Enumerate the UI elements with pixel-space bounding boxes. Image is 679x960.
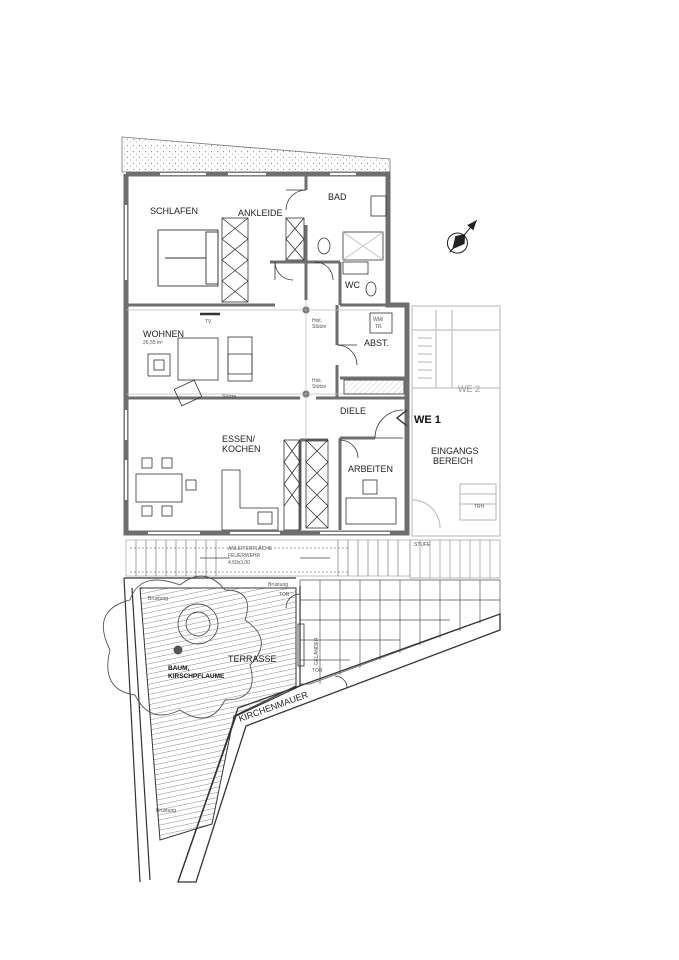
church-wall [177,613,501,883]
interior-walls [126,176,409,533]
hist-stuetze-a-2: Stütze [312,324,326,330]
parapet-label-3: Brüstung [268,582,288,588]
room-label-schlafen: SCHLAFEN [150,206,198,216]
wardrobe [221,217,305,303]
room-label-ankleide: ANKLEIDE [238,208,283,218]
doors [274,189,408,459]
hist-stuetze-b-1: Hist. [312,378,322,384]
bathroom-fixtures [317,195,387,297]
fire-access-label-2: FEUERWEHR [228,553,261,559]
room-label-eingang-2: BEREICH [433,456,473,466]
parapet-label-1: Brüstung [148,596,168,602]
fire-access-label-3: 4,50x3,00 [228,560,250,566]
parapet-label-2: Brüstung [156,808,176,814]
office-furniture [345,479,397,525]
room-label-wc: WC [345,280,360,290]
tv-label: TV [205,319,212,325]
unit-label-we1: WE 1 [414,414,441,426]
tree-label-2: KIRSCHPFLAUME [168,673,225,680]
hist-stuetze-a-1: Hist. [312,318,322,324]
room-label-essen: ESSEN/ [222,434,256,444]
north-arrow-icon [446,219,478,254]
room-label-wmtr-2: TR [375,324,382,330]
living-furniture [147,312,253,407]
kitchen-furniture [135,439,329,531]
room-label-bad: BAD [328,192,347,202]
gates [285,593,348,689]
stufe-label: STUFE [414,542,431,548]
hist-stuetze-b-2: Stütze [312,384,326,390]
storage-shelves [343,312,405,395]
unit-label-we2: WE 2 [458,384,480,394]
room-label-eingang-1: EINGANGS [431,446,479,456]
gravel-strip [121,136,391,173]
room-label-wmtr-1: WM/ [373,317,384,323]
room-label-arbeiten: ARBEITEN [348,464,393,474]
tree-icon [102,575,262,719]
fire-access-area [125,539,501,579]
outer-walls [123,171,410,536]
tree-label-1: BAUM, [168,665,189,672]
room-label-kochen: KOCHEN [222,444,261,454]
room-area-wohnen: 26,55 m² [143,340,163,346]
stuetze-label: Stütze [222,394,236,400]
gate-label-2: TOR [312,668,323,674]
windows [124,172,390,535]
area-label-terrasse: TERRASSE [228,654,277,664]
room-label-abst: ABST. [364,338,389,348]
railing-label: GELÄNDER [313,637,320,665]
room-label-diele: DIELE [340,406,366,416]
room-label-wohnen: WOHNEN [143,329,184,339]
neighbour-unit [411,305,501,537]
bed [157,229,219,287]
fire-access-label-1: ANLEITERFLÄCHE [228,545,273,552]
gate-label-1: TOR [279,592,290,598]
trh-label: TRH [474,504,485,510]
